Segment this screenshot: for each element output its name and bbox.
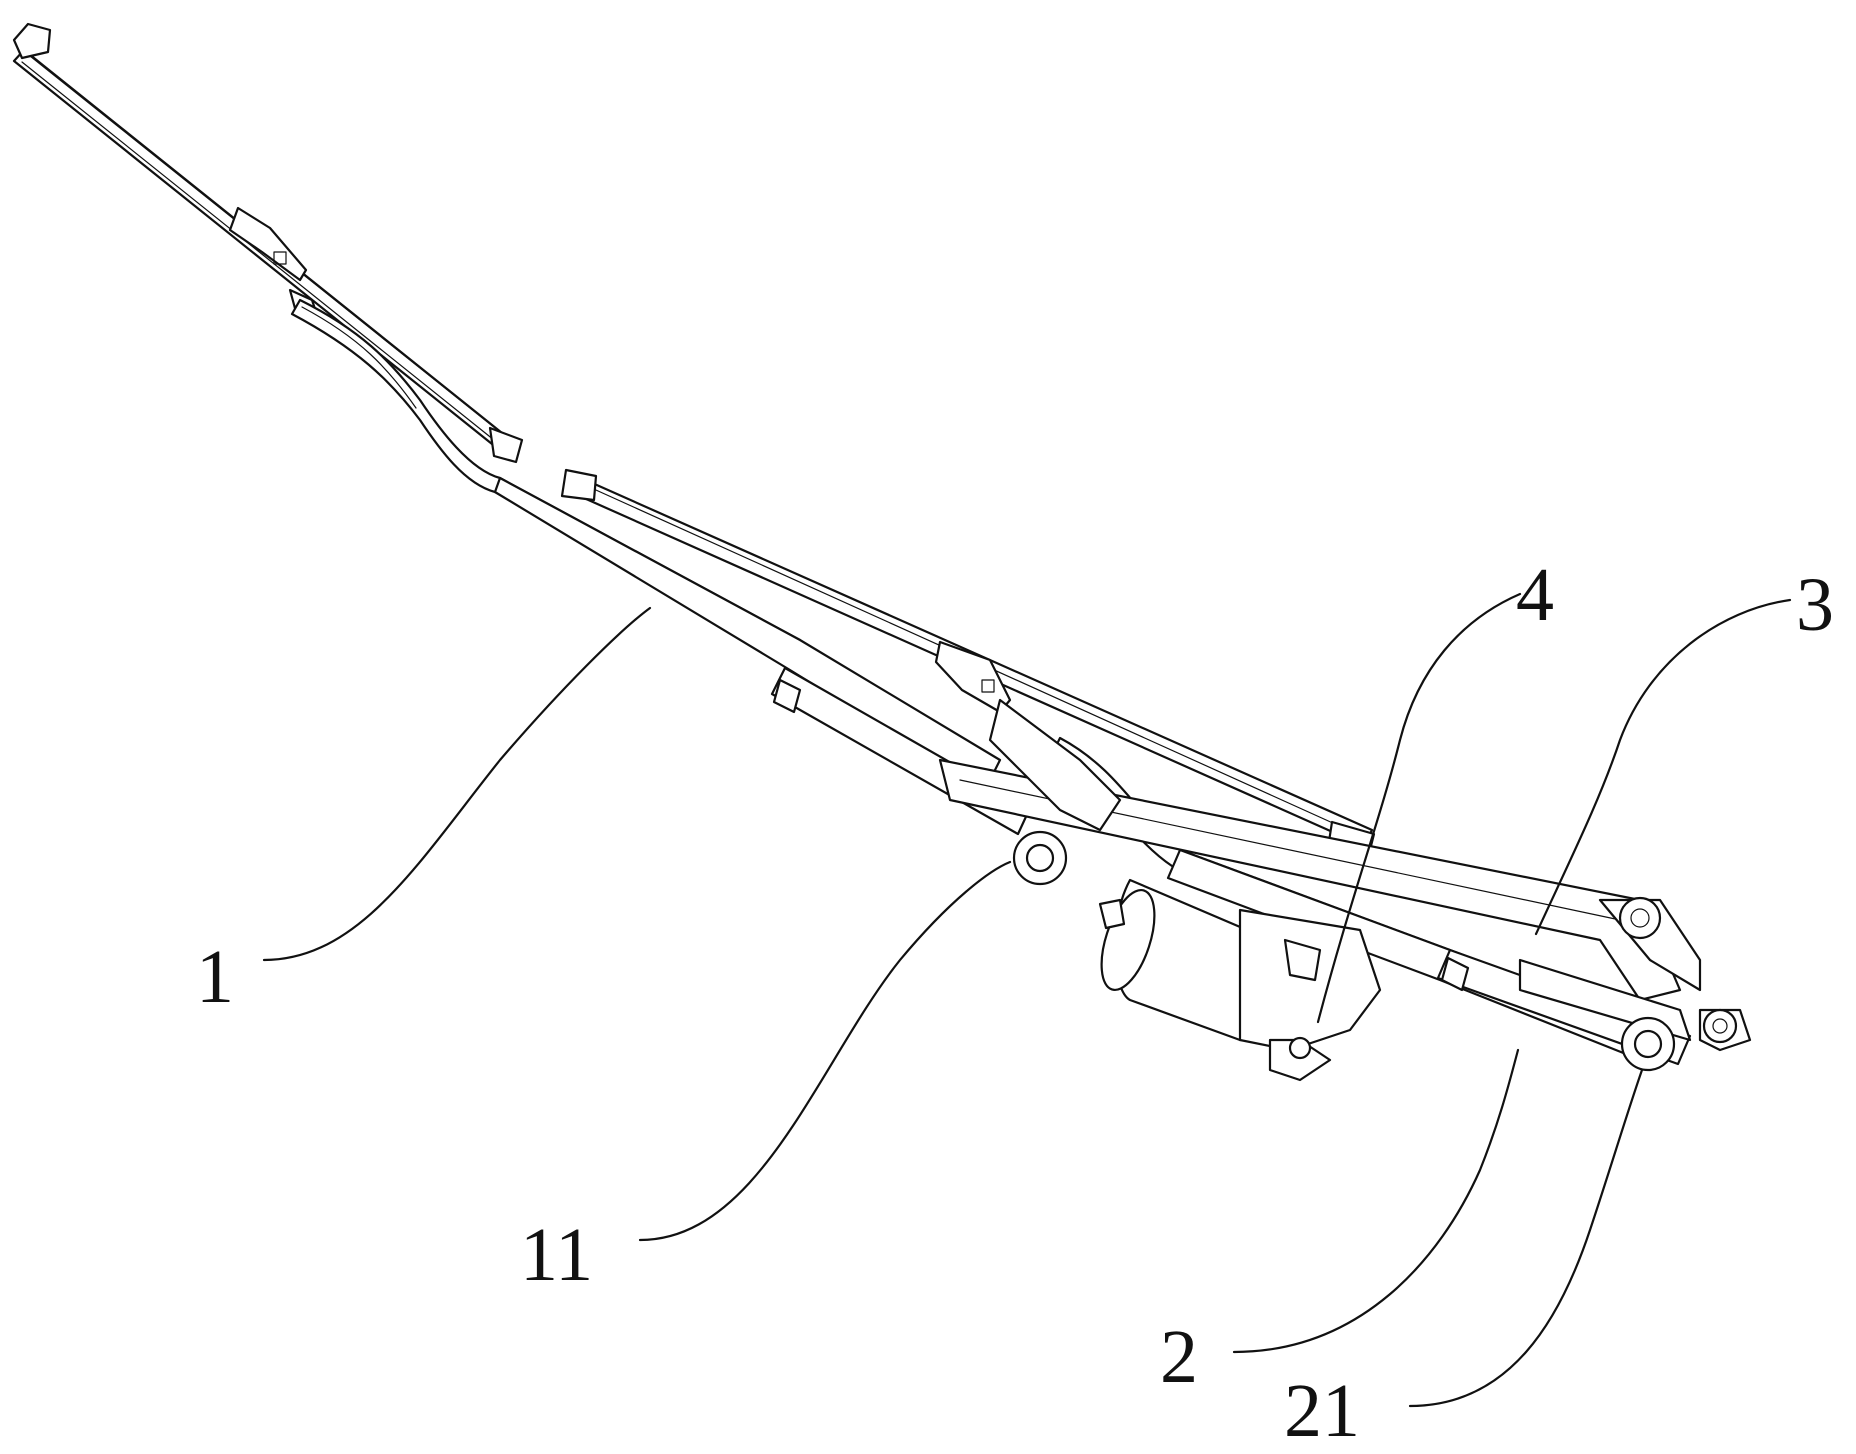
leader-line-4: [1316, 592, 1522, 1024]
blade-end-cap-bottom: [488, 426, 524, 464]
leader-lines: [262, 592, 1792, 1408]
upper-wiper-blade: [12, 22, 524, 464]
label-1: 1: [196, 935, 234, 1019]
leader-line-21: [1408, 1068, 1644, 1408]
blade-clip-upper: [228, 206, 308, 282]
label-2: 2: [1160, 1315, 1198, 1399]
pivot-boss-11: [1012, 830, 1068, 886]
leader-line-3: [1534, 598, 1792, 936]
label-21: 21: [1284, 1369, 1360, 1453]
blade-end-cap-top: [12, 22, 52, 60]
pivot-boss-right: [1618, 896, 1738, 1044]
reference-numerals: 1 11 4 3 2 21: [196, 553, 1834, 1453]
label-4: 4: [1516, 553, 1554, 637]
upper-wiper-arm: [290, 298, 1032, 836]
leader-line-11: [638, 860, 1012, 1242]
label-11: 11: [520, 1213, 593, 1297]
leader-line-2: [1232, 1048, 1520, 1354]
pivot-boss-21: [1620, 1016, 1676, 1072]
blade-end-cap-left: [560, 468, 598, 502]
label-3: 3: [1796, 563, 1834, 647]
wiper-motor: [1098, 878, 1382, 1082]
leader-line-1: [262, 606, 652, 962]
